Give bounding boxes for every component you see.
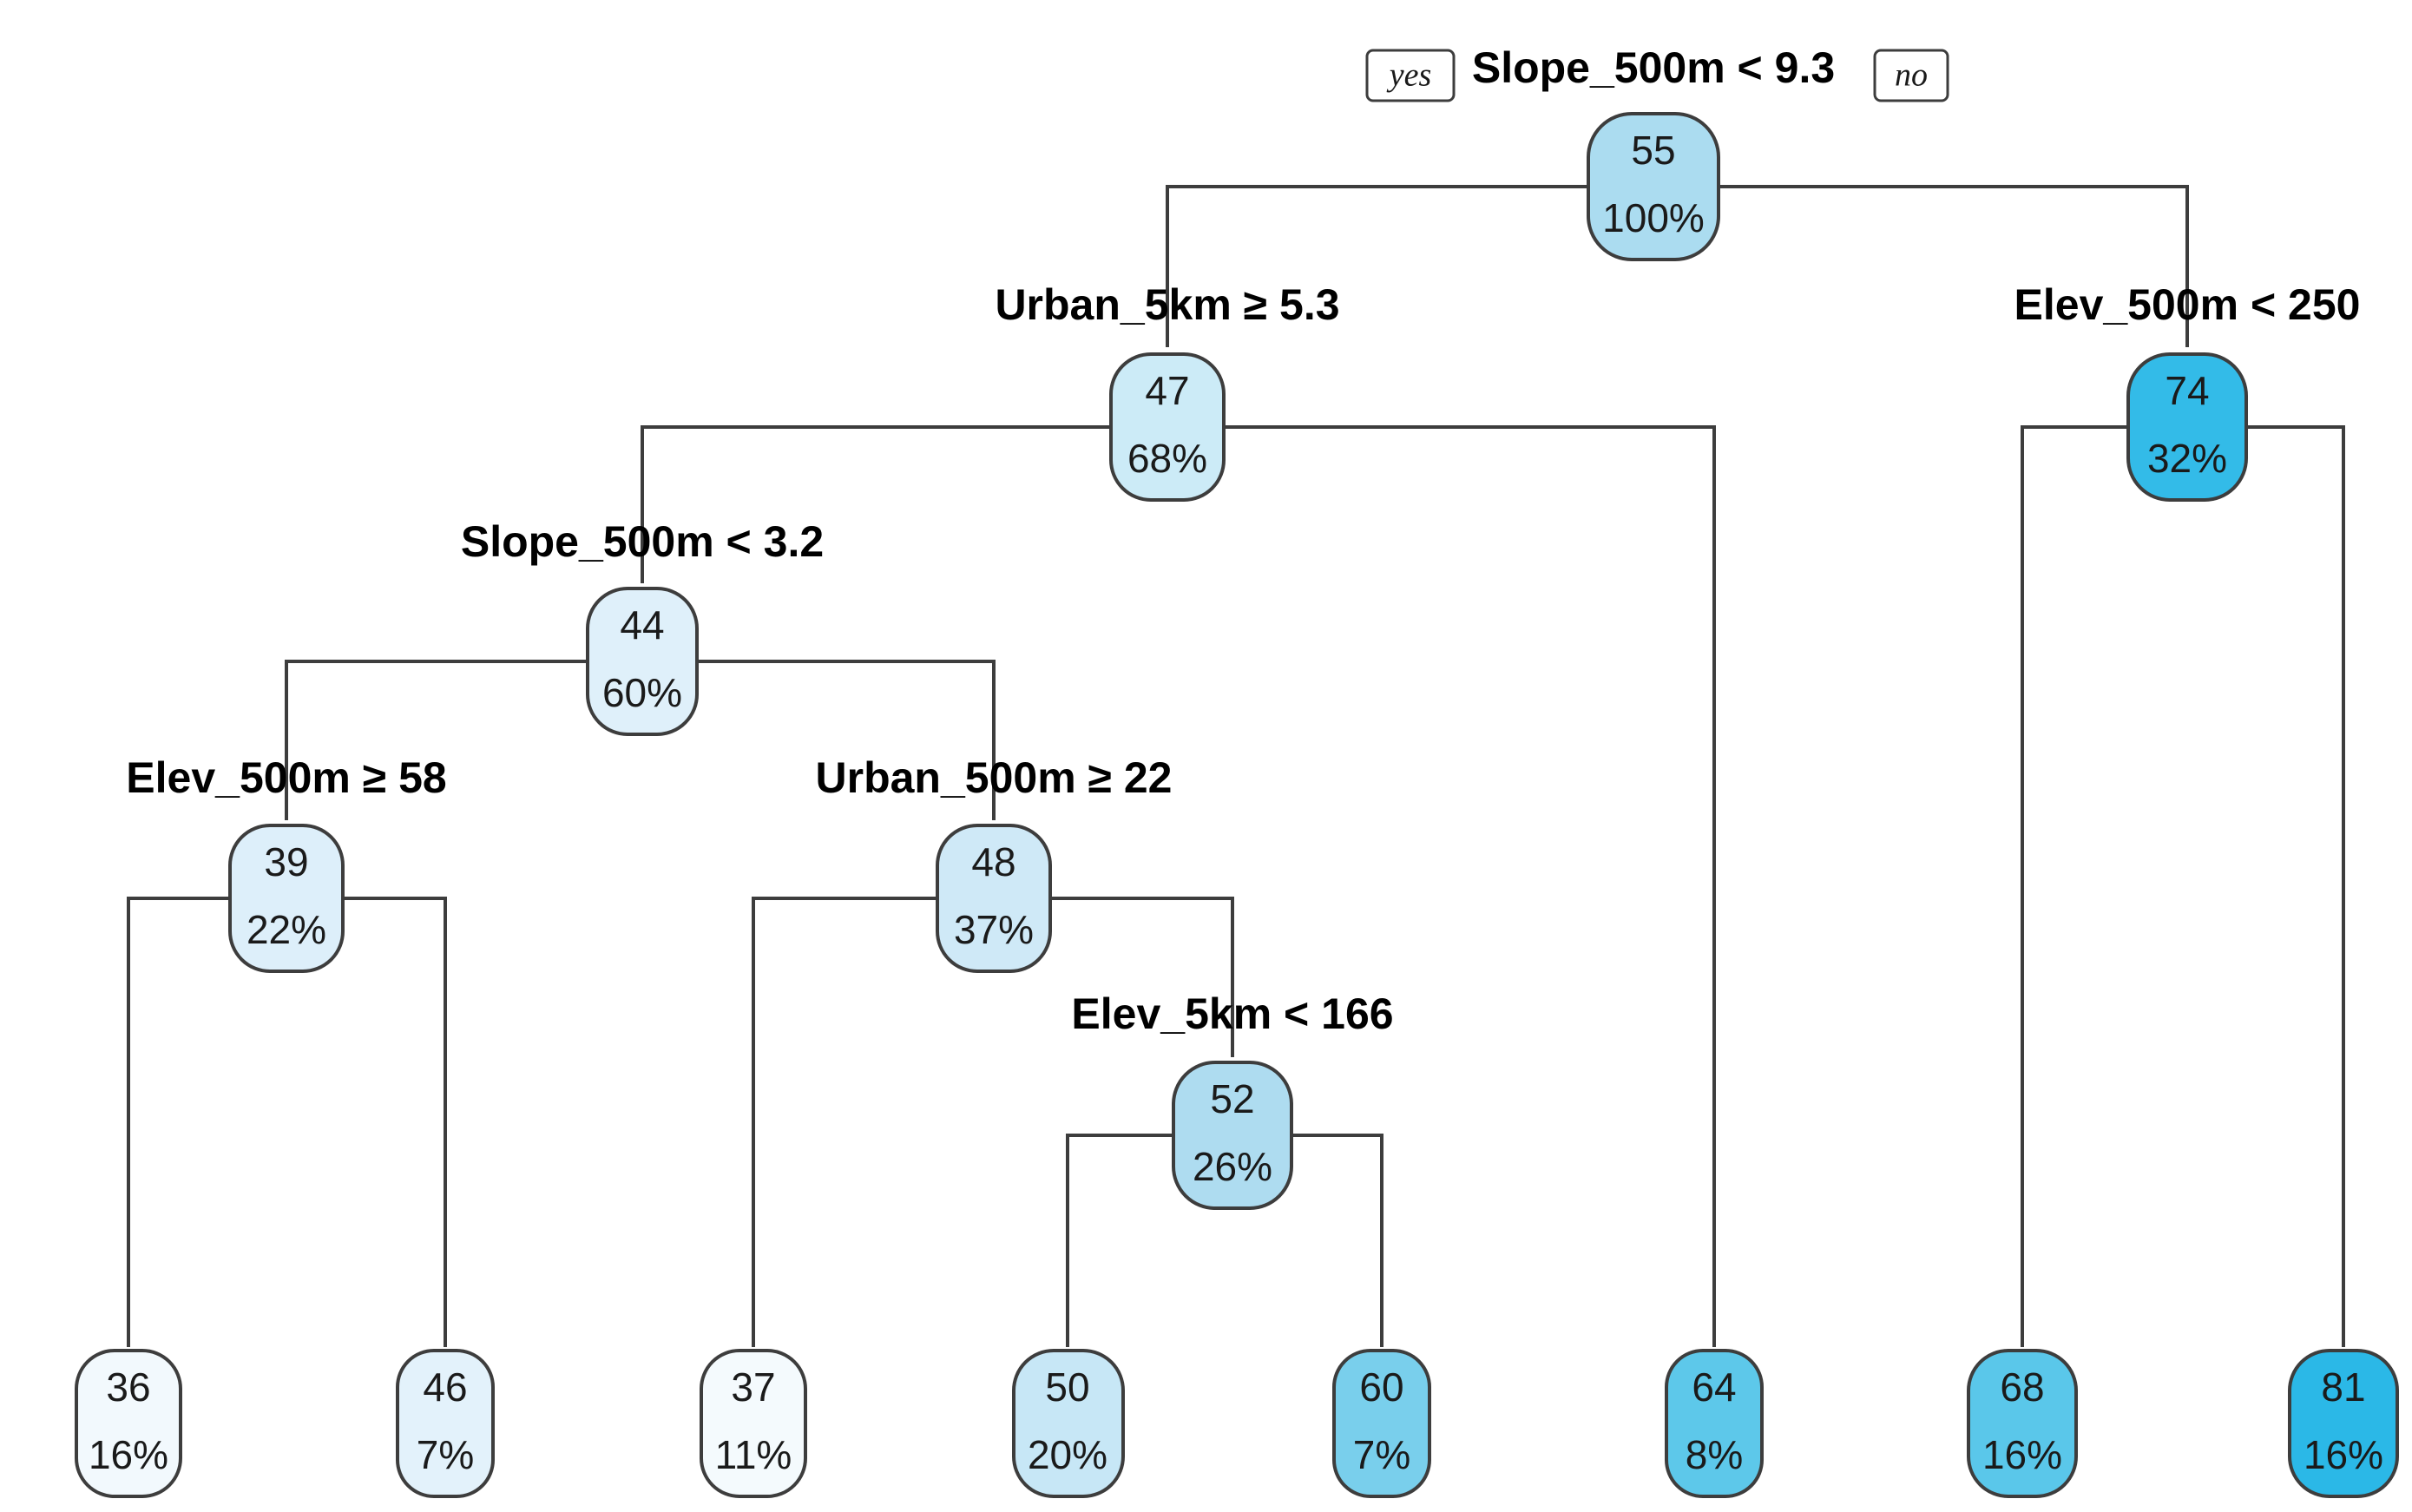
node-percent-urban5km: 68% xyxy=(1127,436,1207,481)
split-label-urban5km: Urban_5km ≥ 5.3 xyxy=(995,280,1339,329)
edge-slope500m-to-urban500m22 xyxy=(642,660,996,820)
leaf-node-46[interactable]: 46 7% xyxy=(396,1349,495,1498)
node-shape-elev5km166[interactable] xyxy=(1172,1061,1293,1210)
node-shape-leaf50[interactable] xyxy=(1012,1349,1125,1498)
node-value-elev500m250: 74 xyxy=(2165,368,2209,413)
node-elev5km166[interactable]: 52 26% xyxy=(1172,1061,1293,1210)
node-shape-leaf46[interactable] xyxy=(396,1349,495,1498)
leaf-node-64[interactable]: 64 8% xyxy=(1665,1349,1764,1498)
node-percent-elev5km166: 26% xyxy=(1193,1144,1272,1189)
edge-urban500m22-to-leaf37 xyxy=(752,897,994,1347)
node-value-leaf68: 68 xyxy=(2000,1364,2044,1410)
node-percent-leaf81: 16% xyxy=(2304,1432,2383,1477)
node-value-leaf64: 64 xyxy=(1692,1364,1736,1410)
node-shape-root[interactable] xyxy=(1587,112,1720,261)
node-percent-urban500m22: 37% xyxy=(954,907,1034,952)
edge-urban5km-to-leaf64 xyxy=(1167,425,1716,1347)
node-percent-leaf50: 20% xyxy=(1028,1432,1107,1477)
leaf-node-37[interactable]: 37 11% xyxy=(700,1349,807,1498)
edge-urban5km-to-slope500m xyxy=(641,425,1167,583)
node-percent-leaf46: 7% xyxy=(417,1432,474,1477)
node-percent-leaf64: 8% xyxy=(1686,1432,1743,1477)
node-shape-slope500m32[interactable] xyxy=(586,587,699,736)
node-percent-leaf37: 11% xyxy=(715,1432,792,1477)
edge-root-to-urban5km xyxy=(1166,185,1653,347)
split-label-elev5km166: Elev_5km < 166 xyxy=(1071,989,1393,1038)
node-value-elev5km166: 52 xyxy=(1210,1076,1254,1121)
node-value-leaf37: 37 xyxy=(731,1364,775,1410)
yes-badge-label: yes xyxy=(1386,57,1432,94)
node-slope500m32[interactable]: 44 60% xyxy=(586,587,699,736)
node-percent-leaf36: 16% xyxy=(89,1432,168,1477)
leaf-node-60[interactable]: 60 7% xyxy=(1332,1349,1431,1498)
node-shape-urban500m22[interactable] xyxy=(936,824,1052,973)
node-elev500m58[interactable]: 39 22% xyxy=(228,824,345,973)
node-shape-leaf68[interactable] xyxy=(1967,1349,2078,1498)
yes-no-legend: yes no xyxy=(1365,49,1949,102)
edge-urban500m22-to-elev5km xyxy=(994,897,1234,1057)
node-urban5km[interactable]: 47 68% xyxy=(1109,352,1226,502)
edge-elev500m-to-leaf81 xyxy=(2187,425,2345,1347)
split-label-group: Slope_500m < 9.3 Urban_5km ≥ 5.3 Elev_50… xyxy=(126,43,2360,1038)
node-shape-leaf36[interactable] xyxy=(75,1349,182,1498)
split-label-elev500m58: Elev_500m ≥ 58 xyxy=(126,753,446,802)
node-percent-elev500m250: 32% xyxy=(2147,436,2227,481)
node-shape-leaf37[interactable] xyxy=(700,1349,807,1498)
node-shape-elev500m58[interactable] xyxy=(228,824,345,973)
node-value-root: 55 xyxy=(1631,128,1675,173)
split-label-elev500m250: Elev_500m < 250 xyxy=(2014,280,2361,329)
node-urban500m22[interactable]: 48 37% xyxy=(936,824,1052,973)
node-value-elev500m58: 39 xyxy=(264,839,308,884)
node-shape-urban5km[interactable] xyxy=(1109,352,1226,502)
split-label-slope500m32: Slope_500m < 3.2 xyxy=(461,517,824,566)
edge-root-to-elev500m xyxy=(1653,185,2189,347)
node-value-leaf50: 50 xyxy=(1045,1364,1089,1410)
node-root-slope500m[interactable]: 55 100% xyxy=(1587,112,1720,261)
edge-elev500m-to-leaf68 xyxy=(2021,425,2187,1347)
edge-slope500m-to-elev500m58 xyxy=(285,660,642,820)
leaf-node-68[interactable]: 68 16% xyxy=(1967,1349,2078,1498)
node-percent-root: 100% xyxy=(1602,195,1705,240)
node-value-leaf46: 46 xyxy=(423,1364,467,1410)
node-percent-elev500m58: 22% xyxy=(246,907,326,952)
node-shape-leaf64[interactable] xyxy=(1665,1349,1764,1498)
no-badge-label: no xyxy=(1895,57,1928,94)
leaf-node-81[interactable]: 81 16% xyxy=(2288,1349,2399,1498)
node-shape-elev500m250[interactable] xyxy=(2126,352,2248,502)
node-percent-leaf68: 16% xyxy=(1982,1432,2062,1477)
no-badge-box xyxy=(1873,49,1949,102)
node-percent-leaf60: 7% xyxy=(1353,1432,1410,1477)
node-elev500m250[interactable]: 74 32% xyxy=(2126,352,2248,502)
node-value-leaf81: 81 xyxy=(2321,1364,2365,1410)
node-shape-leaf81[interactable] xyxy=(2288,1349,2399,1498)
node-value-slope500m32: 44 xyxy=(620,602,664,648)
leaf-node-36[interactable]: 36 16% xyxy=(75,1349,182,1498)
node-percent-slope500m32: 60% xyxy=(602,670,682,715)
node-shape-leaf60[interactable] xyxy=(1332,1349,1431,1498)
node-value-leaf36: 36 xyxy=(106,1364,150,1410)
split-label-root: Slope_500m < 9.3 xyxy=(1472,43,1835,92)
node-value-urban500m22: 48 xyxy=(971,839,1015,884)
leaf-node-50[interactable]: 50 20% xyxy=(1012,1349,1125,1498)
split-label-urban500m22: Urban_500m ≥ 22 xyxy=(816,753,1173,802)
node-value-urban5km: 47 xyxy=(1145,368,1189,413)
yes-badge-box xyxy=(1365,49,1456,102)
node-value-leaf60: 60 xyxy=(1359,1364,1403,1410)
